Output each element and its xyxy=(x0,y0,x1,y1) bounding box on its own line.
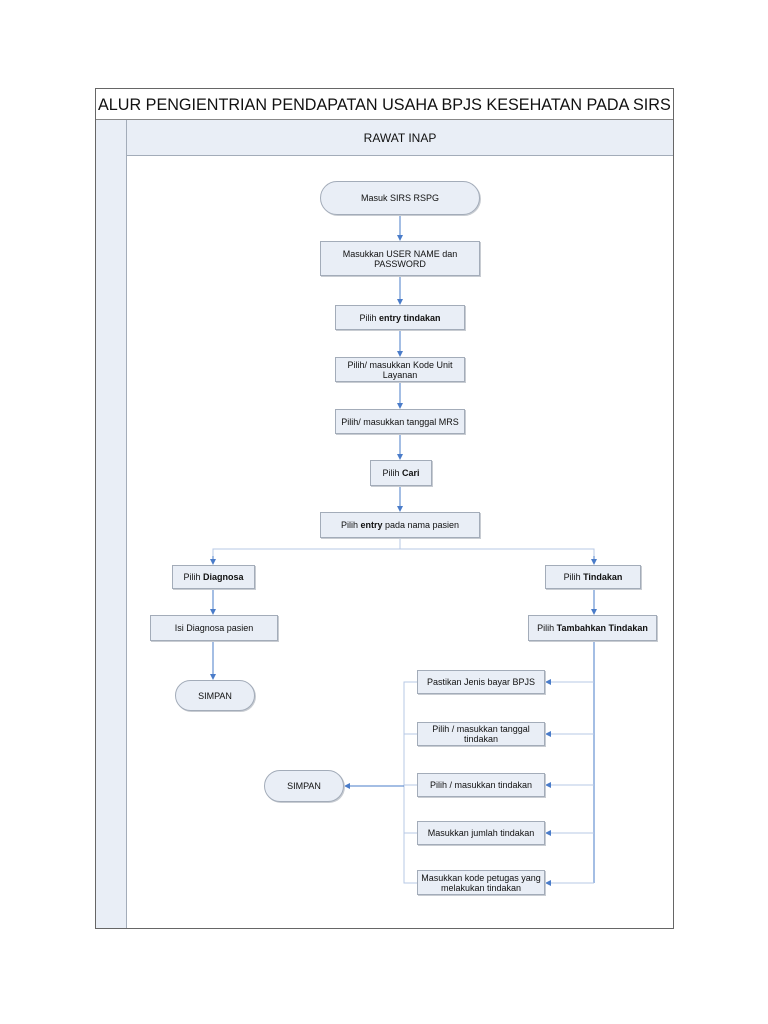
simpan-left-terminator: SIMPAN xyxy=(175,680,255,711)
step-jumlah: Masukkan jumlah tindakan xyxy=(417,821,545,845)
step-tindakan: Pilih Tindakan xyxy=(545,565,641,589)
step-tambahkan: Pilih Tambahkan Tindakan xyxy=(528,615,657,641)
step-diagnosa: Pilih Diagnosa xyxy=(172,565,255,589)
step-isi-diagnosa: Isi Diagnosa pasien xyxy=(150,615,278,641)
diagram-title: ALUR PENGIENTRIAN PENDAPATAN USAHA BPJS … xyxy=(98,95,671,114)
start-terminator: Masuk SIRS RSPG xyxy=(320,181,480,215)
connector xyxy=(403,681,417,884)
step-entry-tindakan: Pilih entry tindakan xyxy=(335,305,465,330)
connector xyxy=(212,548,595,564)
step-login: Masukkan USER NAME dan PASSWORD xyxy=(320,241,480,276)
step-masukkan-tindakan: Pilih / masukkan tindakan xyxy=(417,773,545,797)
outer-frame xyxy=(95,88,674,929)
label: Pilih Tindakan xyxy=(563,572,623,582)
simpan-right-terminator: SIMPAN xyxy=(264,770,344,802)
step-kode-unit: Pilih/ masukkan Kode Unit Layanan xyxy=(335,357,465,382)
step-entry-pasien: Pilih entry pada nama pasien xyxy=(320,512,480,538)
label: Pilih Diagnosa xyxy=(183,572,244,582)
step-tanggal-tindakan: Pilih / masukkan tanggal tindakan xyxy=(417,722,545,746)
step-jenis-bayar: Pastikan Jenis bayar BPJS xyxy=(417,670,545,694)
label: Pilih entry tindakan xyxy=(359,312,441,323)
lane-header: RAWAT INAP xyxy=(127,120,673,156)
label: Pilih entry pada nama pasien xyxy=(340,520,460,530)
label: Pilih Tambahkan Tindakan xyxy=(537,623,648,633)
diagram-title-wrap: ALUR PENGIENTRIAN PENDAPATAN USAHA BPJS … xyxy=(96,89,673,120)
step-tanggal-mrs: Pilih/ masukkan tanggal MRS xyxy=(335,409,465,434)
step-kode-petugas: Masukkan kode petugas yang melakukan tin… xyxy=(417,870,545,895)
label: Pilih Cari xyxy=(382,468,420,478)
lane-strip xyxy=(96,120,127,928)
step-cari: Pilih Cari xyxy=(370,460,432,486)
